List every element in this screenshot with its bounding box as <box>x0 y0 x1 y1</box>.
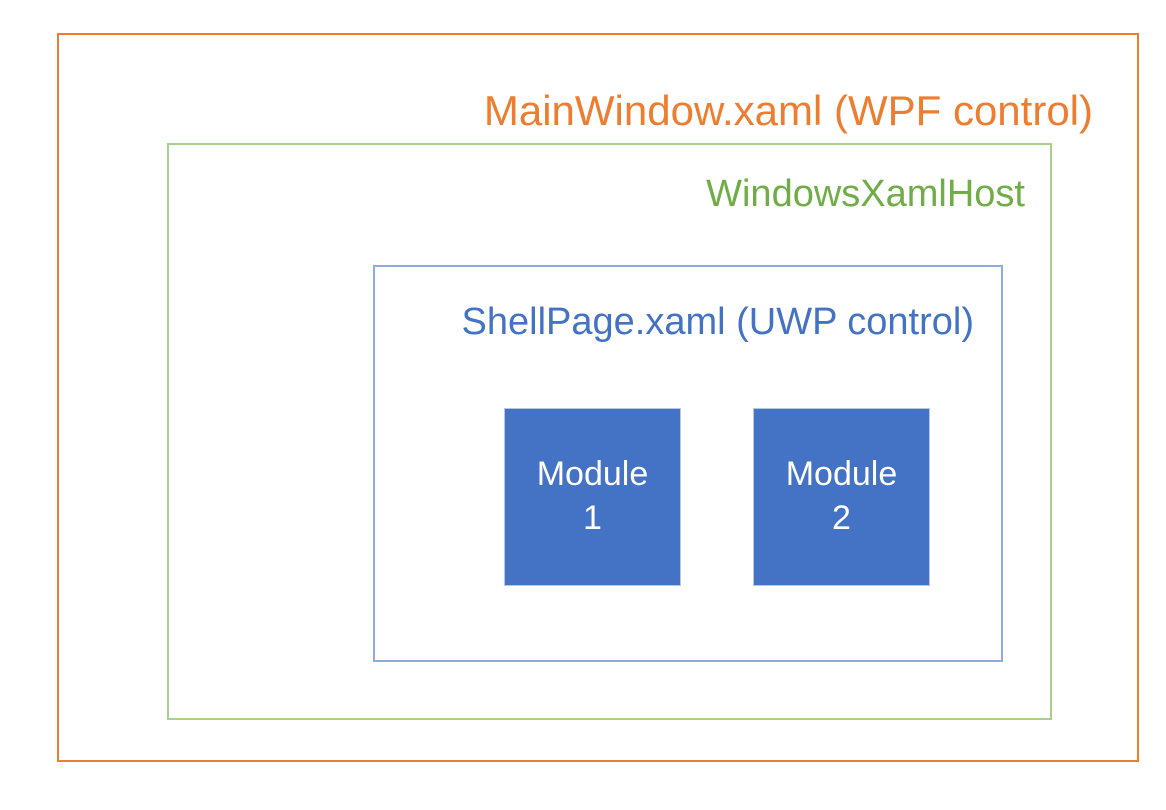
module-box-1-name: Module <box>536 455 649 494</box>
module-box-2-number: 2 <box>832 499 851 537</box>
layer-shellpage-title: ShellPage.xaml (UWP control) <box>461 301 974 343</box>
layer-mainwindow-title: MainWindow.xaml (WPF control) <box>483 87 1093 134</box>
layer-shellpage: ShellPage.xaml (UWP control) Module 1 Mo… <box>373 265 1003 662</box>
layer-mainwindow: MainWindow.xaml (WPF control) WindowsXam… <box>57 33 1139 762</box>
module-box-1: Module 1 <box>504 408 681 586</box>
layer-windowsxamlhost: WindowsXamlHost ShellPage.xaml (UWP cont… <box>167 143 1052 720</box>
module-box-2: Module 2 <box>753 408 930 586</box>
layer-windowsxamlhost-title: WindowsXamlHost <box>706 173 1025 215</box>
module-row: Module 1 Module 2 <box>504 408 930 586</box>
module-box-2-name: Module <box>785 455 898 494</box>
module-box-1-number: 1 <box>583 499 602 537</box>
